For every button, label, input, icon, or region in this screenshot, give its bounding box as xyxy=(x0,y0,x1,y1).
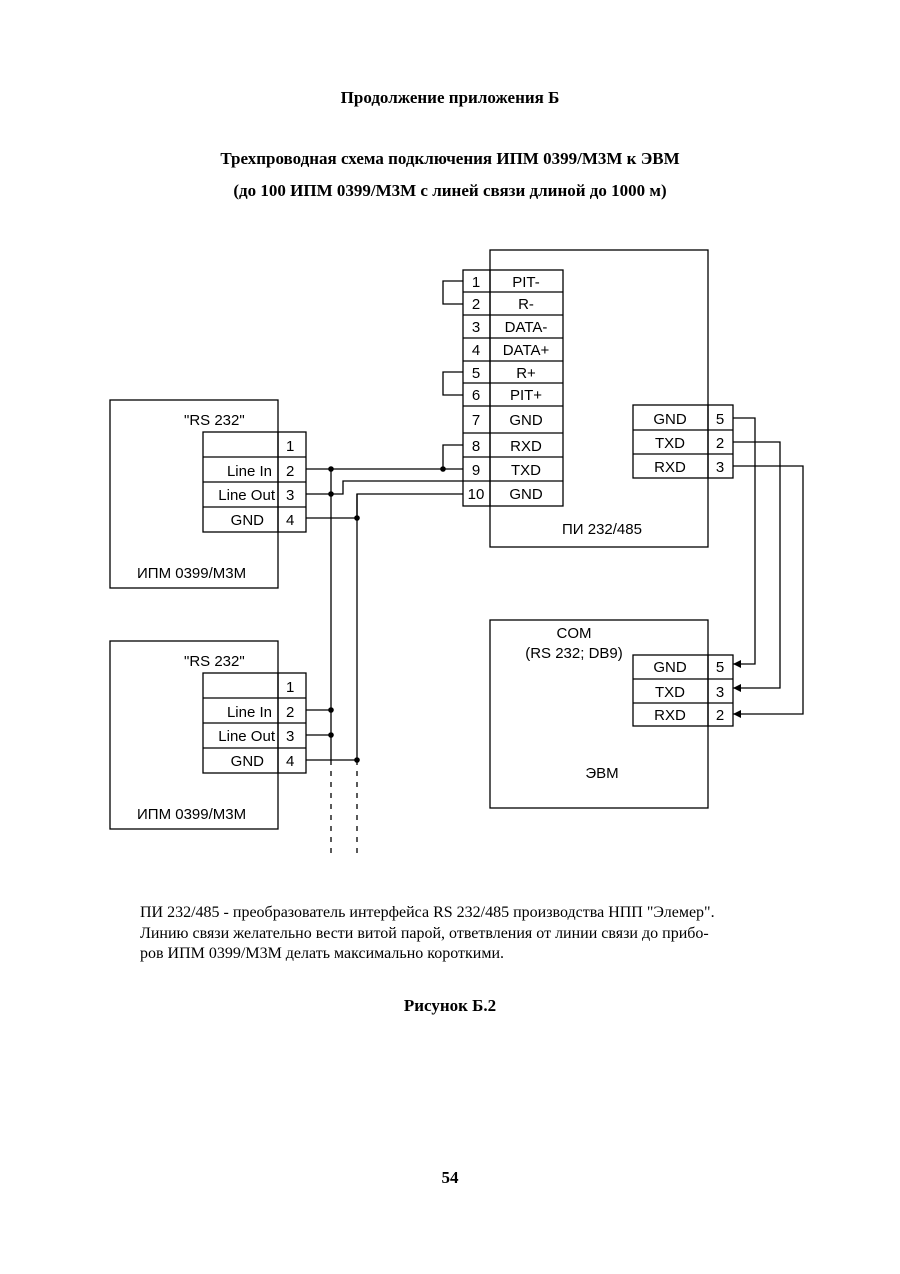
device1-pin4-name: GND xyxy=(231,512,265,529)
arrow-icon xyxy=(733,660,741,668)
wire-line-out xyxy=(306,480,463,495)
arrow-icon xyxy=(733,684,741,692)
junction-dot xyxy=(440,466,446,472)
arrow-icon xyxy=(733,710,741,718)
converter-left-connector xyxy=(462,269,564,507)
computer-port-label: COM xyxy=(557,625,592,642)
computer-pin-txd-num: 3 xyxy=(716,684,724,701)
device2-pin4-name: GND xyxy=(231,753,265,770)
device2-port-label: "RS 232" xyxy=(184,653,245,670)
converter-pin7-num: 7 xyxy=(472,412,480,429)
device2-pin3-num: 3 xyxy=(286,728,294,745)
converter-pin3-name: DATA- xyxy=(505,319,548,336)
wiring-diagram: "RS 232" ИПМ 0399/М3М 1 2 3 4 Line In Li… xyxy=(109,249,804,858)
converter-rs232-pin-rxd-num: 3 xyxy=(716,459,724,476)
device2-pin1-num: 1 xyxy=(286,679,294,696)
device1-port-label: "RS 232" xyxy=(184,412,245,429)
wire-gnd-gnd xyxy=(733,417,756,665)
note-line: Линию связи желательно вести витой парой… xyxy=(140,924,709,942)
converter-pin9-name: TXD xyxy=(511,462,541,479)
converter-pin7-name: GND xyxy=(509,412,543,429)
device2-pin3-name: Line Out xyxy=(218,728,276,745)
converter-rs232-pin-txd-num: 2 xyxy=(716,435,724,452)
converter-rs232-pin-rxd-name: RXD xyxy=(654,459,686,476)
converter-name: ПИ 232/485 xyxy=(562,521,642,538)
converter-pin4-name: DATA+ xyxy=(503,342,550,359)
junction-dot xyxy=(354,757,360,763)
device2-pin2-name: Line In xyxy=(227,704,272,721)
computer-connector xyxy=(632,654,734,727)
converter-pin5-name: R+ xyxy=(516,365,536,382)
wire-rxd-rxd xyxy=(733,465,804,715)
device2-name: ИПМ 0399/М3М xyxy=(137,806,246,823)
computer-name: ЭВМ xyxy=(585,765,618,782)
device1-pin2-name: Line In xyxy=(227,463,272,480)
computer-pin-txd-name: TXD xyxy=(655,684,685,701)
jumper-8-9 xyxy=(442,444,463,469)
converter-pin1-name: PIT- xyxy=(512,274,540,291)
converter-pin10-num: 10 xyxy=(468,486,485,503)
converter-pin9-num: 9 xyxy=(472,462,480,479)
computer-pin-rxd-num: 2 xyxy=(716,707,724,724)
device1-pin3-num: 3 xyxy=(286,487,294,504)
jumper-1-2 xyxy=(442,280,463,305)
converter-rs232-pin-gnd-num: 5 xyxy=(716,411,724,428)
computer-pin-gnd-name: GND xyxy=(653,659,687,676)
converter-pin3-num: 3 xyxy=(472,319,480,336)
converter-pin2-num: 2 xyxy=(472,296,480,313)
converter-pin6-name: PIT+ xyxy=(510,387,542,404)
converter-pin10-name: GND xyxy=(509,486,543,503)
converter-pin5-num: 5 xyxy=(472,365,480,382)
diagram-note: ПИ 232/485 - преобразователь интерфейса … xyxy=(140,903,780,965)
junction-dot xyxy=(328,707,334,713)
converter-rs232-pin-gnd-name: GND xyxy=(653,411,687,428)
converter-pin6-num: 6 xyxy=(472,387,480,404)
diagram-title-line2: (до 100 ИПМ 0399/М3М с линей связи длино… xyxy=(233,181,667,200)
device1-name: ИПМ 0399/М3М xyxy=(137,565,246,582)
wire-gnd xyxy=(306,493,463,519)
device1-pin2-num: 2 xyxy=(286,463,294,480)
computer-pin-gnd-num: 5 xyxy=(716,659,724,676)
note-line: ров ИПМ 0399/М3М делать максимально коро… xyxy=(140,945,505,962)
converter-pin1-num: 1 xyxy=(472,274,480,291)
jumper-5-6 xyxy=(442,371,463,396)
junction-dot xyxy=(328,732,334,738)
note-line: ПИ 232/485 - преобразователь интерфейса … xyxy=(140,904,715,921)
device1-pin3-name: Line Out xyxy=(218,487,276,504)
junction-dot xyxy=(328,466,334,472)
converter-pin8-name: RXD xyxy=(510,438,542,455)
device2-pin4-num: 4 xyxy=(286,753,294,770)
computer-port-spec: (RS 232; DB9) xyxy=(525,645,623,662)
converter-pin8-num: 8 xyxy=(472,438,480,455)
converter-pin4-num: 4 xyxy=(472,342,480,359)
device1-pin4-num: 4 xyxy=(286,512,294,529)
device1-pin1-num: 1 xyxy=(286,438,294,455)
converter-rs232-pin-txd-name: TXD xyxy=(655,435,685,452)
computer-pin-rxd-name: RXD xyxy=(654,707,686,724)
junction-dot xyxy=(354,515,360,521)
page-number: 54 xyxy=(441,1168,459,1187)
figure-caption: Рисунок Б.2 xyxy=(403,996,497,1015)
wire-txd-txd xyxy=(733,441,781,689)
junction-dot xyxy=(328,491,334,497)
converter-pin2-name: R- xyxy=(518,296,534,313)
diagram-title-line1: Трехпроводная схема подключения ИПМ 0399… xyxy=(220,149,680,168)
appendix-header: Продолжение приложения Б xyxy=(340,88,560,107)
device2-pin2-num: 2 xyxy=(286,704,294,721)
